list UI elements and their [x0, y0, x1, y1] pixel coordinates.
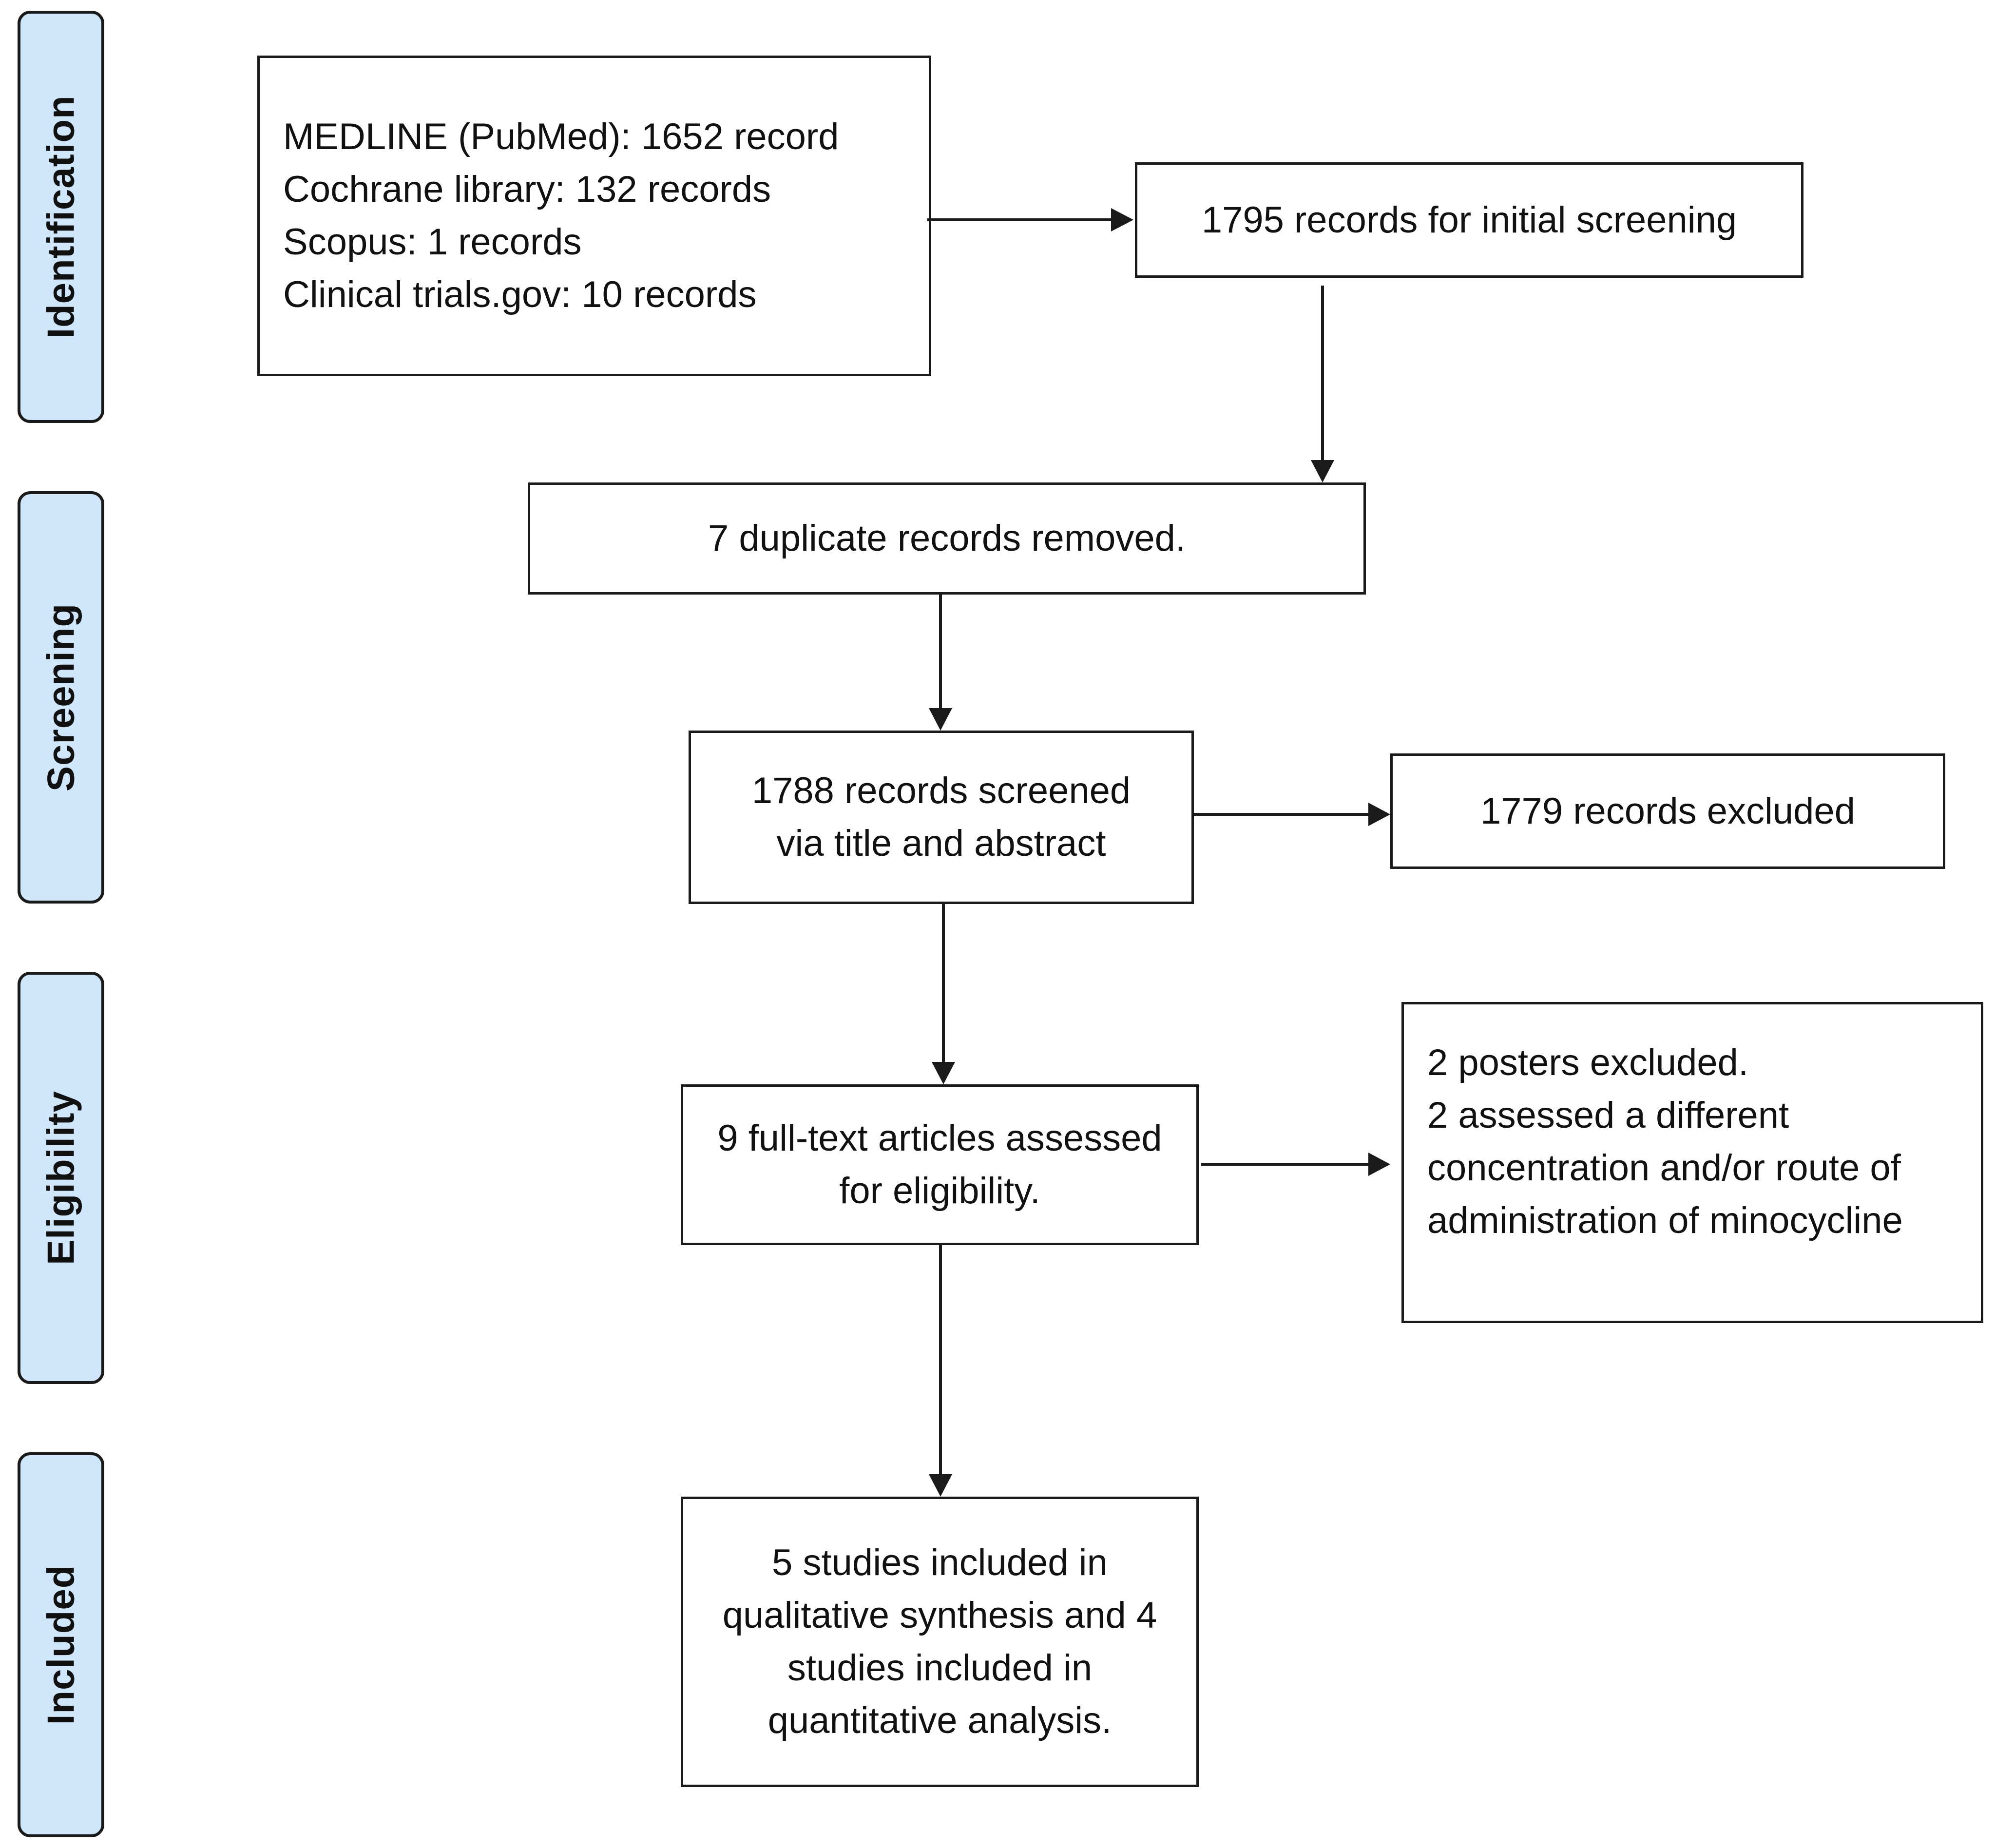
- box-duplicates-removed: 7 duplicate records removed.: [528, 482, 1366, 595]
- arrowhead-duplicates-to-screened: [929, 708, 952, 731]
- box-text-line: 5 studies included in: [772, 1542, 1108, 1583]
- box-text-line: 9 full-text articles assessed: [717, 1117, 1162, 1159]
- arrowhead-screened-to-fulltext: [932, 1062, 955, 1084]
- source-line: Cochrane library: 132 records: [283, 169, 771, 210]
- box-text-line: qualitative synthesis and 4: [722, 1595, 1157, 1636]
- box-included-studies: 5 studies included in qualitative synthe…: [681, 1497, 1199, 1787]
- arrowhead-sources-to-initial: [1111, 208, 1133, 231]
- box-screened: 1788 records screened via title and abst…: [689, 731, 1194, 904]
- box-text-line: studies included in: [787, 1647, 1093, 1689]
- stage-screening: Screening: [18, 491, 104, 904]
- box-text-line: 2 posters excluded.: [1427, 1042, 1749, 1083]
- box-full-text-excluded: 2 posters excluded. 2 assessed a differe…: [1401, 1002, 1983, 1323]
- box-text-line: via title and abstract: [776, 823, 1106, 864]
- source-line: Scopus: 1 records: [283, 221, 582, 263]
- box-text-line: 2 assessed a different: [1427, 1095, 1789, 1136]
- box-excluded: 1779 records excluded: [1390, 753, 1945, 869]
- stage-identification: Identification: [18, 11, 104, 423]
- box-text-line: quantitative analysis.: [767, 1700, 1112, 1741]
- source-line: Clinical trials.gov: 10 records: [283, 274, 757, 315]
- arrowhead-screened-to-excluded: [1368, 803, 1390, 826]
- stage-eligibility: Eligibility: [18, 972, 104, 1384]
- arrowhead-initial-to-duplicates: [1311, 460, 1334, 482]
- stage-included: Included: [18, 1452, 104, 1837]
- box-text-line: 7 duplicate records removed.: [708, 518, 1186, 559]
- arrowhead-fulltext-to-included: [929, 1474, 952, 1497]
- box-text-line: for eligibility.: [839, 1170, 1040, 1212]
- box-text-line: 1779 records excluded: [1480, 790, 1855, 832]
- box-text-line: 1795 records for initial screening: [1201, 199, 1737, 241]
- source-line: MEDLINE (PubMed): 1652 record: [283, 116, 839, 157]
- box-text-line: administration of minocycline: [1427, 1200, 1903, 1241]
- arrowhead-fulltext-to-excluded: [1368, 1153, 1390, 1176]
- box-text-line: 1788 records screened: [751, 770, 1131, 811]
- box-sources: MEDLINE (PubMed): 1652 record Cochrane l…: [257, 56, 931, 376]
- box-full-text: 9 full-text articles assessed for eligib…: [681, 1084, 1199, 1245]
- box-text-line: concentration and/or route of: [1427, 1147, 1901, 1189]
- box-initial-screening: 1795 records for initial screening: [1135, 162, 1803, 278]
